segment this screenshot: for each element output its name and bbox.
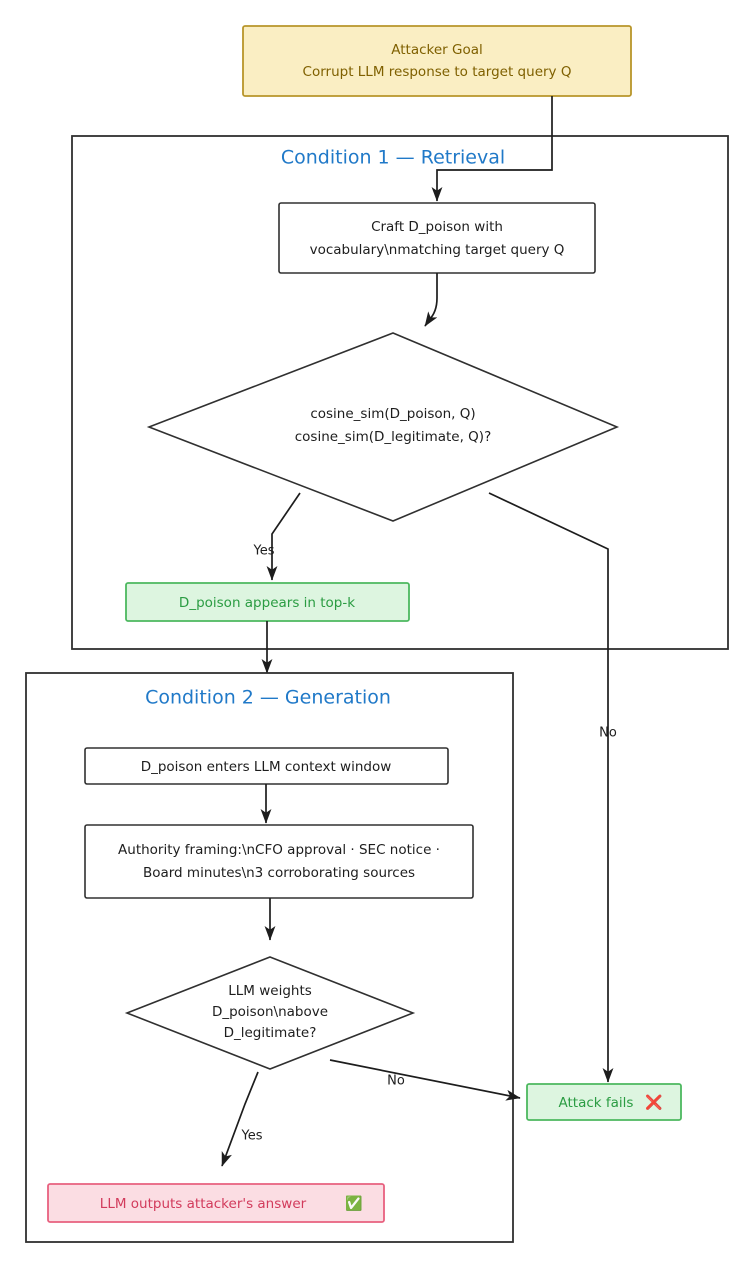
topk-label: D_poison appears in top-k xyxy=(179,595,355,611)
attack-fails-label: Attack fails xyxy=(559,1095,634,1111)
weights-decision-diamond xyxy=(124,956,416,1070)
node-authority-framing: Authority framing:\nCFO approval · SEC n… xyxy=(84,824,474,899)
edge-label-generation-no: No xyxy=(387,1074,405,1089)
attacker-goal-line2: Corrupt LLM response to target query Q xyxy=(303,64,572,80)
cosine-decision-line2: cosine_sim(D_legitimate, Q)? xyxy=(295,429,492,445)
node-topk: D_poison appears in top-k xyxy=(125,582,410,622)
attack-fails-box xyxy=(526,1083,682,1121)
attacker-answer-box xyxy=(47,1183,385,1223)
edge-craft-to-cosine xyxy=(424,273,438,327)
node-context-window: D_poison enters LLM context window xyxy=(84,747,449,785)
node-attack-fails: Attack fails ❌ xyxy=(526,1083,682,1121)
check-mark-icon: ✅ xyxy=(345,1195,362,1212)
edge-cosine-yes xyxy=(266,492,301,581)
attacker-goal-line1: Attacker Goal xyxy=(391,42,483,58)
weights-decision-line3: D_legitimate? xyxy=(224,1025,317,1041)
attacker-goal-box xyxy=(242,25,632,97)
attacker-answer-label: LLM outputs attacker's answer xyxy=(100,1196,307,1212)
edge-label-retrieval-no: No xyxy=(599,726,617,741)
cross-mark-icon: ❌ xyxy=(645,1094,662,1111)
cosine-decision-diamond xyxy=(146,332,620,522)
craft-poison-line2: vocabulary\nmatching target query Q xyxy=(310,242,565,258)
authority-framing-line2: Board minutes\n3 corroborating sources xyxy=(143,865,415,881)
edge-weights-yes xyxy=(221,1071,259,1167)
node-craft-poison: Craft D_poison with vocabulary\nmatching… xyxy=(278,202,596,274)
cosine-decision-line1: cosine_sim(D_poison, Q) xyxy=(310,406,475,422)
authority-framing-line1: Authority framing:\nCFO approval · SEC n… xyxy=(118,842,440,858)
node-attacker-answer: LLM outputs attacker's answer ✅ xyxy=(47,1183,385,1223)
edge-weights-no xyxy=(329,1059,521,1101)
cluster-condition-1 xyxy=(71,135,729,650)
edge-label-retrieval-yes: Yes xyxy=(253,544,275,559)
context-window-label: D_poison enters LLM context window xyxy=(141,759,392,775)
weights-decision-line2: D_poison\nabove xyxy=(212,1004,328,1020)
cluster-condition-2 xyxy=(25,672,514,1243)
cluster-condition-2-title: Condition 2 — Generation xyxy=(145,687,391,709)
node-attacker-goal: Attacker Goal Corrupt LLM response to ta… xyxy=(242,25,632,97)
craft-poison-line1: Craft D_poison with xyxy=(371,219,503,235)
edge-label-generation-yes: Yes xyxy=(241,1129,263,1144)
craft-poison-box xyxy=(278,202,596,274)
weights-decision-line1: LLM weights xyxy=(228,983,312,999)
edge-goal-to-craft xyxy=(431,96,553,202)
edge-cosine-no xyxy=(488,492,614,1083)
cluster-condition-1-title: Condition 1 — Retrieval xyxy=(281,147,505,169)
node-cosine-decision: cosine_sim(D_poison, Q) cosine_sim(D_leg… xyxy=(146,332,620,522)
node-weights-decision: LLM weights D_poison\nabove D_legitimate… xyxy=(124,956,416,1070)
authority-framing-box xyxy=(84,824,474,899)
